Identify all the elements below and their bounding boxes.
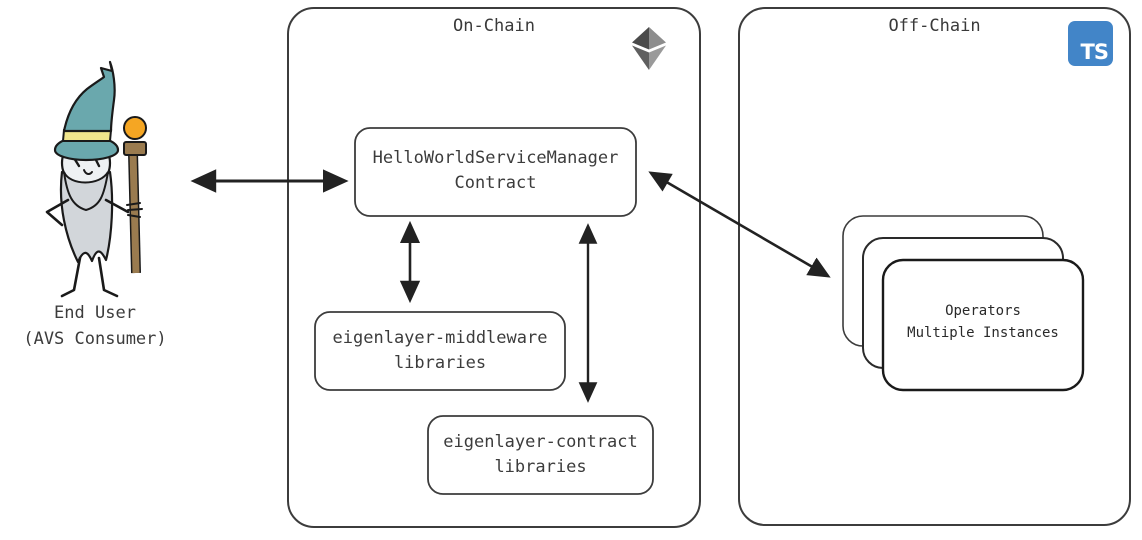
node-contract-libraries-line2: libraries <box>494 457 587 477</box>
container-title-off-chain: Off-Chain <box>888 16 981 36</box>
typescript-badge-text: TS <box>1080 40 1109 64</box>
node-service-manager[interactable] <box>354 127 637 217</box>
end-user-caption-line2: (AVS Consumer) <box>23 329 167 349</box>
node-operators-line2: Multiple Instances <box>907 325 1059 341</box>
node-service-manager-line1: HelloWorldServiceManager <box>372 148 619 168</box>
node-contract-libraries-line1: eigenlayer-contract <box>443 432 638 452</box>
node-service-manager-line2: Contract <box>454 173 537 193</box>
node-operators[interactable] <box>881 258 1085 392</box>
node-middleware-libraries-line1: eigenlayer-middleware <box>332 328 548 348</box>
node-operators-line1: Operators <box>945 303 1021 319</box>
node-contract-libraries[interactable] <box>427 415 654 495</box>
wizard-icon <box>45 60 147 298</box>
node-middleware-libraries[interactable] <box>314 311 566 391</box>
arrow-service-manager-to-operators <box>648 171 831 278</box>
typescript-logo-icon: TS <box>1068 21 1113 66</box>
container-title-on-chain: On-Chain <box>453 16 535 36</box>
end-user-caption-line1: End User <box>54 303 136 323</box>
ethereum-logo-icon <box>632 27 666 70</box>
node-middleware-libraries-line2: libraries <box>393 353 487 373</box>
